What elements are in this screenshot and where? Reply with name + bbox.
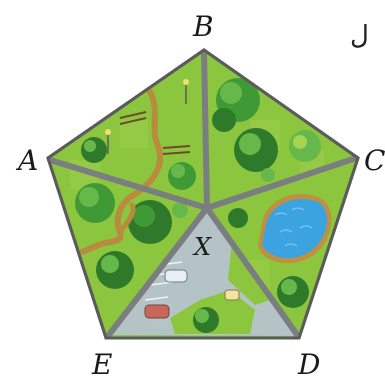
vertex-label-d: D	[297, 348, 320, 381]
vertex-label-b: B	[192, 10, 214, 43]
vertex-label-e: E	[91, 348, 112, 381]
vertex-label-a: A	[15, 144, 38, 177]
path-x-b	[204, 52, 207, 208]
corner-mark: ل	[350, 21, 369, 51]
vertex-label-c: C	[364, 144, 385, 177]
center-label-x: X	[192, 233, 212, 261]
tree-icon	[193, 307, 219, 333]
